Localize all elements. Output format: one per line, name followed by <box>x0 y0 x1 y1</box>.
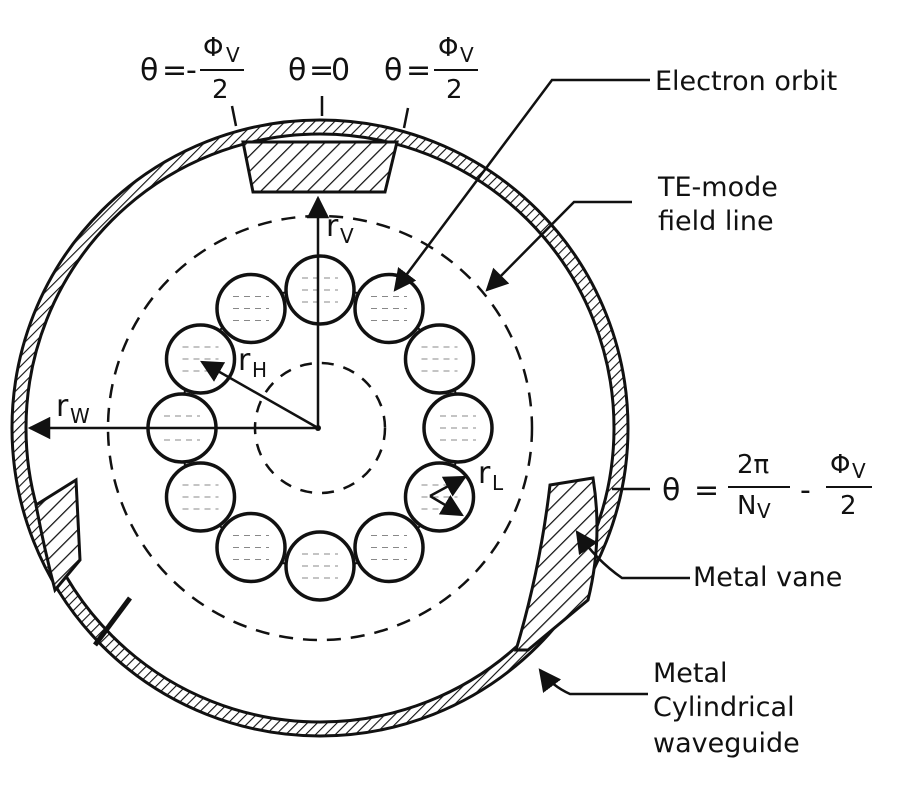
vane-edge-mark <box>92 596 133 647</box>
svg-text:V: V <box>852 459 866 483</box>
electron-orbit-circle <box>353 272 425 345</box>
svg-text:Φ: Φ <box>438 33 458 63</box>
te-mode-leader <box>485 200 632 292</box>
svg-text:Φ: Φ <box>203 33 223 63</box>
electron-orbit-circle <box>403 323 476 395</box>
metal-vane-label: Metal vane <box>693 562 842 593</box>
electron-orbit-circle <box>422 392 494 464</box>
svg-text:H: H <box>252 358 267 382</box>
center-point <box>315 425 321 431</box>
svg-text:V: V <box>757 499 771 523</box>
theta-pos-tick <box>402 107 410 129</box>
electron-orbit-leader <box>393 78 650 292</box>
waveguide-label-line2: Cylindrical <box>653 692 795 723</box>
svg-text:2: 2 <box>212 75 229 105</box>
rv-label: r V <box>326 209 354 248</box>
electron-orbit-circle <box>164 461 237 533</box>
svg-text:0: 0 <box>331 53 350 88</box>
te-mode-label-line2: field line <box>658 206 774 237</box>
electron-orbit-circle <box>215 272 287 345</box>
svg-text:N: N <box>737 491 756 521</box>
theta-neg-tick <box>230 105 238 127</box>
rl-label: r L <box>478 456 504 495</box>
electron-orbit-circle <box>284 254 356 326</box>
waveguide-label-line1: Metal <box>653 658 728 689</box>
svg-text:V: V <box>226 43 240 67</box>
metal-vane-right <box>513 476 599 652</box>
rl-arrow <box>429 475 467 498</box>
theta-vane-label: θ = 2π N V - Φ V 2 <box>662 450 872 523</box>
svg-text:r: r <box>238 343 251 378</box>
svg-text:V: V <box>460 43 474 67</box>
svg-text:-: - <box>186 53 197 88</box>
electron-orbit-circle <box>403 461 476 533</box>
svg-text:r: r <box>326 209 339 244</box>
electron-orbit-circle <box>164 323 237 395</box>
waveguide-leader <box>538 668 648 696</box>
theta-neg-label: θ = - Φ V 2 <box>140 33 244 105</box>
rl-arrow-2 <box>429 494 464 517</box>
svg-text:2: 2 <box>446 75 463 105</box>
electron-orbit-circle <box>353 511 425 584</box>
theta-zero-label: θ = 0 <box>288 53 350 88</box>
metal-vane-leader <box>575 530 690 580</box>
svg-text:V: V <box>340 224 354 248</box>
svg-text:Φ: Φ <box>830 450 850 480</box>
svg-text:θ: θ <box>384 53 402 88</box>
svg-text:=: = <box>694 473 719 508</box>
svg-text:=: = <box>162 53 187 88</box>
electron-orbit-circle <box>215 511 287 584</box>
svg-text:2π: 2π <box>737 450 769 480</box>
electron-orbit-label: Electron orbit <box>655 66 837 97</box>
svg-text:=: = <box>406 53 431 88</box>
svg-text:-: - <box>800 473 811 508</box>
electron-orbit-circle <box>284 530 356 602</box>
rh-arrow <box>200 360 319 430</box>
svg-text:θ: θ <box>140 53 158 88</box>
metal-vane-left <box>34 477 82 594</box>
svg-text:L: L <box>492 471 504 495</box>
svg-text:2: 2 <box>840 491 857 521</box>
te-mode-label-line1: TE-mode <box>657 172 778 203</box>
rh-label: r H <box>238 343 267 382</box>
svg-text:W: W <box>70 404 90 428</box>
rw-label: r W <box>56 389 90 428</box>
svg-text:=: = <box>309 53 334 88</box>
svg-text:θ: θ <box>288 53 306 88</box>
svg-text:θ: θ <box>662 473 680 508</box>
waveguide-label-line3: waveguide <box>653 728 800 759</box>
svg-text:r: r <box>478 456 491 491</box>
svg-text:r: r <box>56 389 69 424</box>
metal-vane-top <box>241 140 399 194</box>
theta-pos-label: θ = Φ V 2 <box>384 33 478 105</box>
te-mode-field-line-outer <box>106 214 534 642</box>
